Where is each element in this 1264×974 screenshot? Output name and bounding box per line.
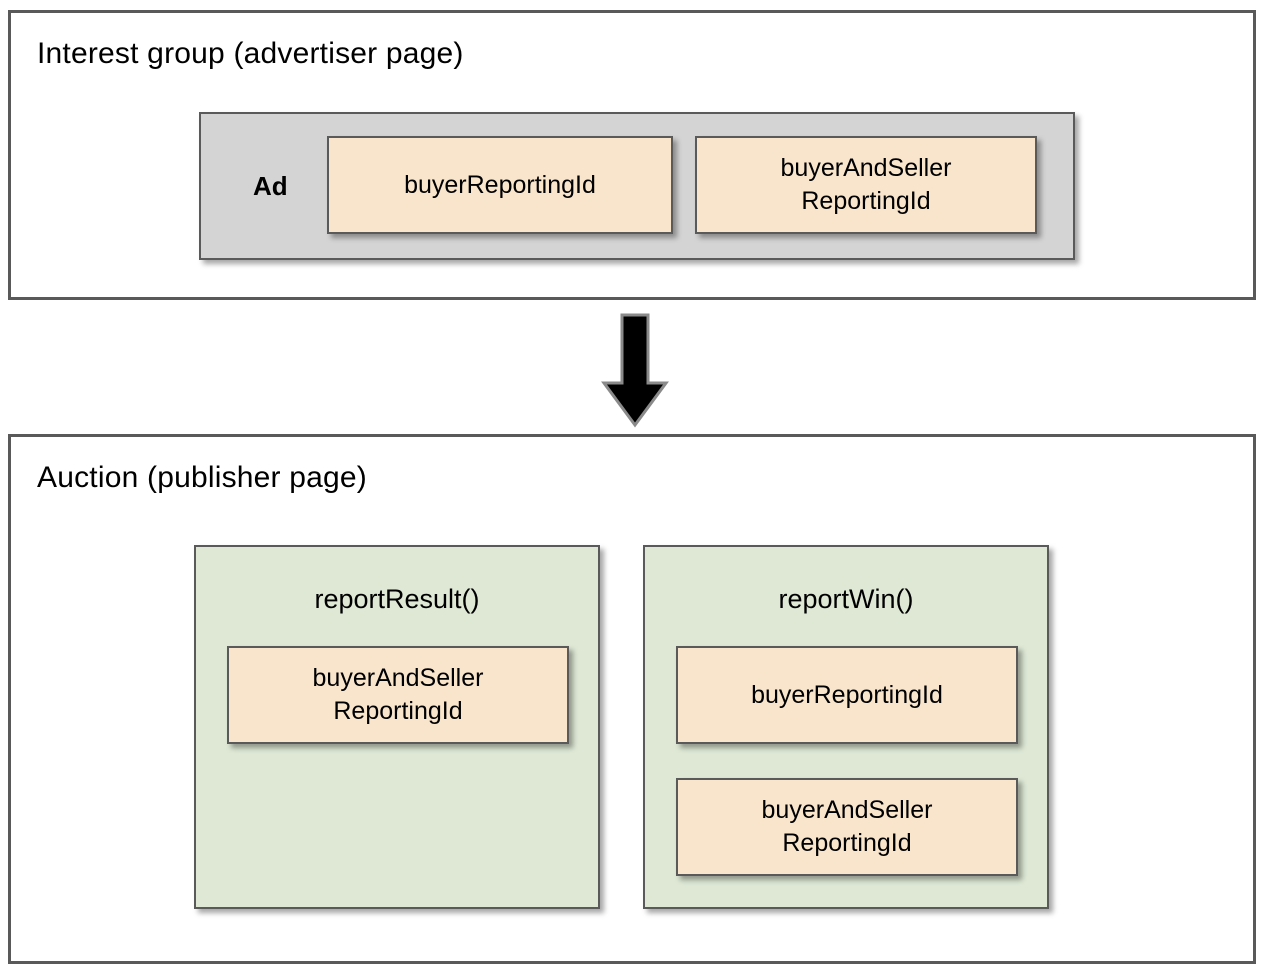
section-title-interest-group: Interest group (advertiser page) — [37, 37, 464, 70]
chip-buyer-and-seller-reporting-id: buyerAndSeller ReportingId — [227, 646, 569, 744]
chip-label: buyerReportingId — [751, 680, 943, 709]
function-box-report-win: reportWin() buyerReportingId buyerAndSel… — [643, 545, 1049, 909]
section-interest-group: Interest group (advertiser page) Ad buye… — [8, 10, 1256, 300]
function-name-report-result: reportResult() — [314, 584, 480, 614]
ad-label: Ad — [253, 170, 288, 201]
down-arrow-icon — [601, 313, 669, 428]
section-title-auction: Auction (publisher page) — [37, 461, 367, 494]
chip-buyer-reporting-id: buyerReportingId — [327, 136, 673, 234]
chip-buyer-reporting-id: buyerReportingId — [676, 646, 1018, 744]
function-name-report-win: reportWin() — [778, 584, 914, 614]
chip-label: buyerReportingId — [404, 170, 596, 199]
ad-container-box: Ad buyerReportingId buyerAndSeller Repor… — [199, 112, 1075, 260]
chip-label: buyerAndSeller ReportingId — [780, 154, 952, 215]
chip-label: buyerAndSeller ReportingId — [761, 796, 933, 857]
chip-label: buyerAndSeller ReportingId — [312, 664, 484, 725]
chip-buyer-and-seller-reporting-id: buyerAndSeller ReportingId — [676, 778, 1018, 876]
function-box-report-result: reportResult() buyerAndSeller ReportingI… — [194, 545, 600, 909]
chip-buyer-and-seller-reporting-id: buyerAndSeller ReportingId — [695, 136, 1037, 234]
